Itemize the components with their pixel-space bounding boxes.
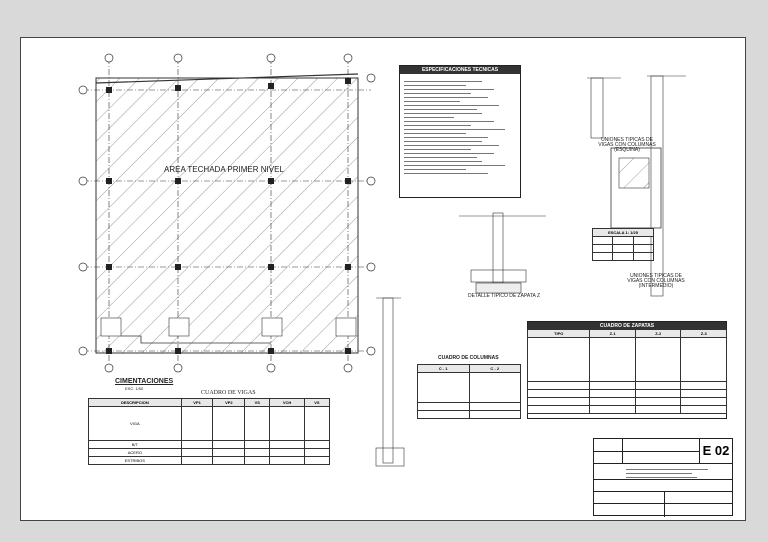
specs-text-lines bbox=[404, 78, 516, 177]
footings-col-z3: Z-3 bbox=[680, 329, 727, 338]
beams-row-bt: B/T bbox=[88, 440, 182, 449]
beams-col-vs2: VS bbox=[303, 398, 331, 407]
columns-col-c1: C - 1 bbox=[417, 364, 470, 373]
footings-col-z2: Z-2 bbox=[634, 329, 682, 338]
columns-table: C - 1 C - 2 bbox=[417, 364, 521, 419]
unions-corner-label: UNIONES TIPICAS DE VIGAS CON COLUMNAS (E… bbox=[598, 137, 656, 153]
footings-col-type: TIPO bbox=[526, 329, 591, 338]
footing-detail bbox=[459, 212, 546, 294]
footings-table: TIPO Z-1 Z-2 Z-3 bbox=[526, 329, 727, 414]
beams-col-desc: DESCRIPCION bbox=[88, 398, 182, 407]
drawing-sheet: AREA TECHADA PRIMER NIVEL ESPECIFICACION… bbox=[20, 37, 746, 521]
floor-plan bbox=[78, 53, 376, 373]
specs-panel: ESPECIFICACIONES TECNICAS bbox=[399, 65, 521, 198]
beams-col-vch: VCH bbox=[269, 398, 305, 407]
foundations-subtitle: ESC. 1/50 bbox=[125, 386, 144, 391]
beams-col-vs: VS bbox=[244, 398, 271, 407]
columns-col-c2: C - 2 bbox=[468, 364, 521, 373]
stirrup-table: ESCALA 1: 1/25 bbox=[591, 228, 655, 261]
beams-row-estribos: ESTRIBOS bbox=[88, 456, 182, 465]
beams-col-vp2: VP2 bbox=[212, 398, 246, 407]
column-elevation bbox=[375, 297, 405, 467]
foundations-title: CIMENTACIONES bbox=[115, 378, 174, 385]
beams-col-vp1: VP1 bbox=[180, 398, 214, 407]
columns-title: CUADRO DE COLUMNAS bbox=[438, 355, 499, 361]
footing-detail-label: DETALLE TIPICO DE ZAPATA Z bbox=[468, 293, 541, 299]
beams-table: DESCRIPCION VP1 VP2 VS VCH VS VIGA B/T A… bbox=[88, 398, 331, 465]
area-label: AREA TECHADA PRIMER NIVEL bbox=[164, 165, 284, 174]
unions-intermediate-label: UNIONES TIPICAS DE VIGAS CON COLUMNAS (I… bbox=[627, 273, 685, 289]
beam-column-union-detail bbox=[587, 75, 686, 297]
footings-title: CUADRO DE ZAPATAS bbox=[528, 322, 726, 330]
beams-title: CUADRO DE VIGAS bbox=[201, 390, 256, 396]
beams-row-acero: ACERO bbox=[88, 448, 182, 457]
footings-col-z1: Z-1 bbox=[589, 329, 636, 338]
stirrup-table-title: ESCALA 1: 1/25 bbox=[592, 228, 654, 237]
sheet-code: E 02 bbox=[699, 439, 732, 464]
structural-plan-svg bbox=[78, 53, 712, 467]
title-block: E 02 bbox=[593, 438, 733, 517]
beams-row-viga: VIGA bbox=[88, 406, 182, 441]
specs-title: ESPECIFICACIONES TECNICAS bbox=[400, 66, 520, 74]
